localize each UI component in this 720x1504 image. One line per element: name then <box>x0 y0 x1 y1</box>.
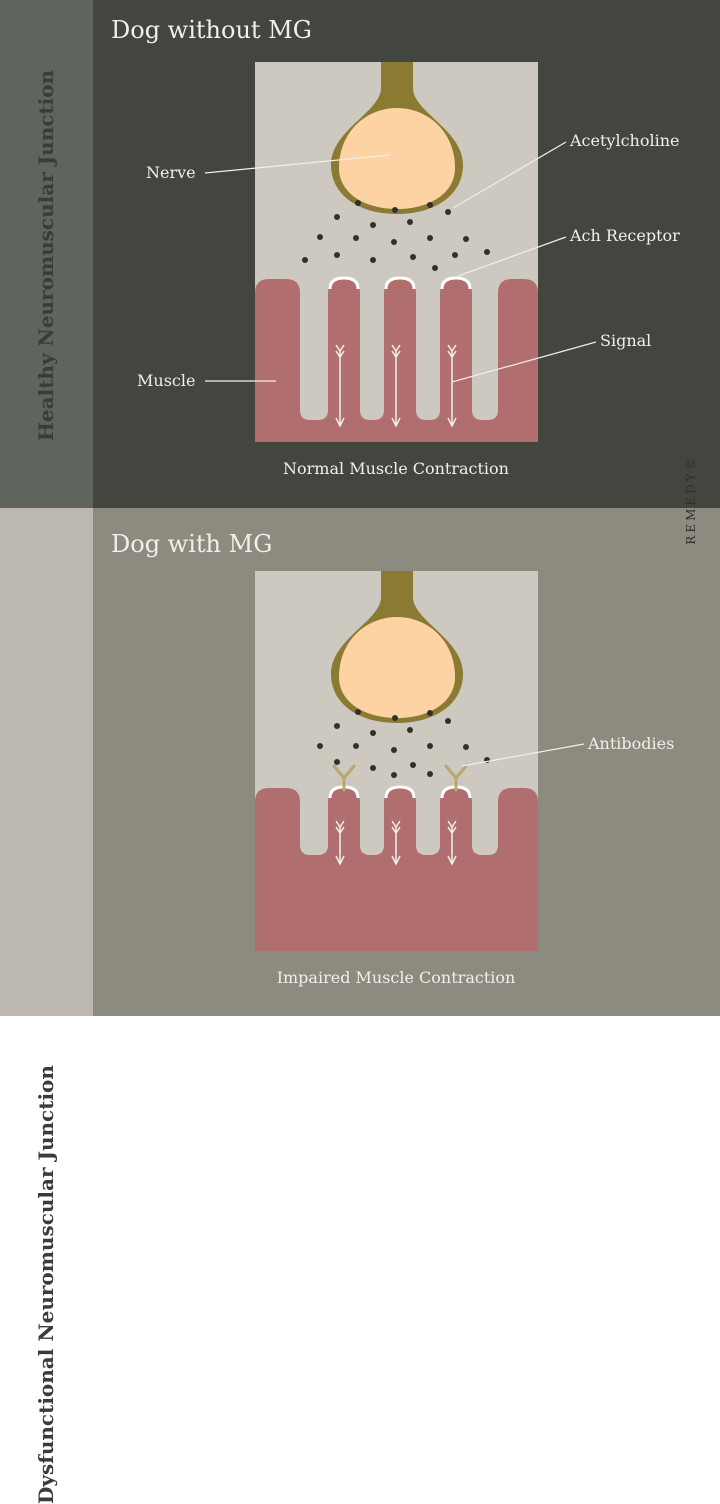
mg-junction-card: Antibodies Impaired Muscle Contraction <box>255 571 674 987</box>
antibodies <box>332 764 468 792</box>
leader-lines <box>461 743 585 767</box>
sidebar-healthy: Healthy Neuromuscular Junction <box>0 0 93 508</box>
acetylcholine-label: Acetylcholine <box>569 131 679 150</box>
healthy-junction-card: Nerve Acetylcholine Ach Receptor Signal … <box>137 62 680 478</box>
ach-receptor-label: Ach Receptor <box>569 226 680 245</box>
leader-lines <box>204 141 597 383</box>
muscle-tissue <box>255 788 538 951</box>
junction-diagram: Nerve Acetylcholine Ach Receptor Signal … <box>137 62 680 987</box>
muscle-label: Muscle <box>137 371 195 390</box>
brand-logo: REMEDY© <box>684 455 698 545</box>
nerve-vesicle <box>339 617 455 718</box>
nerve-label: Nerve <box>146 163 196 182</box>
impaired-contraction-caption: Impaired Muscle Contraction <box>277 968 516 987</box>
normal-contraction-caption: Normal Muscle Contraction <box>283 459 509 478</box>
sidebar-dysfunctional: Dysfunctional Neuromuscular Junction <box>0 508 93 1504</box>
healthy-panel-title: Dog without MG <box>111 16 312 44</box>
weak-signal-arrows <box>335 820 457 865</box>
antibodies-label: Antibodies <box>587 734 674 753</box>
nerve-vesicle <box>339 108 455 209</box>
signal-label: Signal <box>600 331 651 350</box>
dysfunctional-junction-label: Dysfunctional Neuromuscular Junction <box>34 1065 58 1504</box>
ach-receptors <box>328 276 472 290</box>
signal-arrows <box>335 344 457 427</box>
mg-panel-title: Dog with MG <box>111 530 273 558</box>
acetylcholine-molecules <box>302 200 490 271</box>
